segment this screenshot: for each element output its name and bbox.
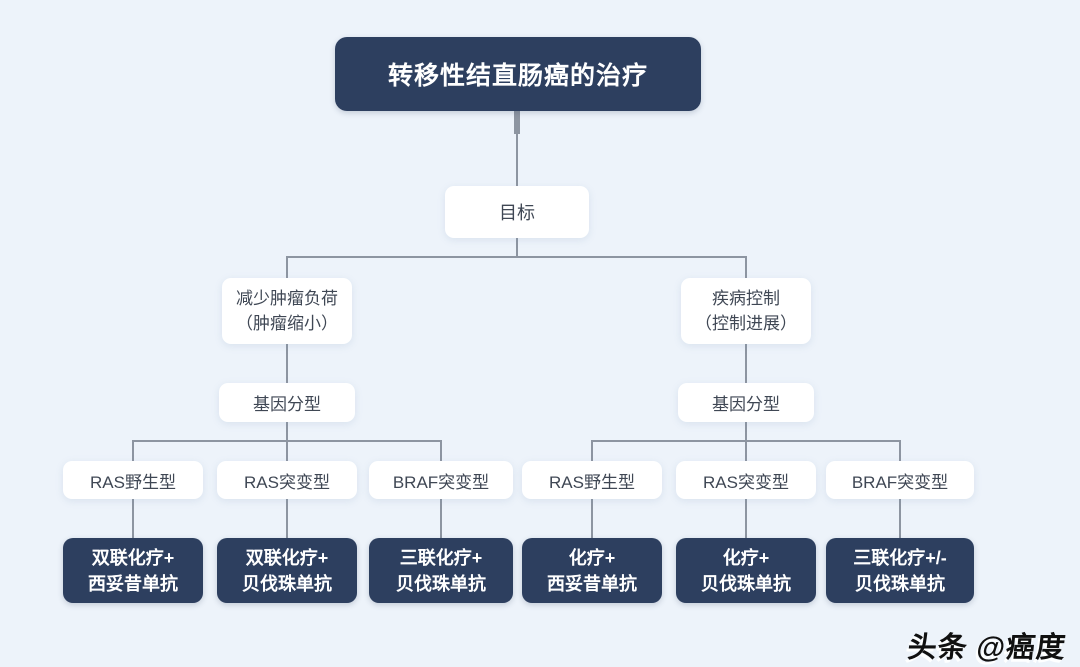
treatment-line1: 三联化疗+ xyxy=(399,547,483,568)
objective-left-line1: 减少肿瘤负荷 xyxy=(236,289,338,308)
connector-drop-gene-l1 xyxy=(132,440,134,461)
treatment-node-1: 双联化疗+ 西妥昔单抗 xyxy=(63,538,203,603)
goal-node: 目标 xyxy=(445,186,589,238)
treatment-line2: 西妥昔单抗 xyxy=(547,573,637,594)
objective-node-reduce-tumor: 减少肿瘤负荷 （肿瘤缩小） xyxy=(222,278,352,344)
connector-objective-to-genotyping-right xyxy=(745,344,747,383)
treatment-line1: 双联化疗+ xyxy=(245,547,329,568)
treatment-line1: 化疗+ xyxy=(568,547,616,568)
treatment-node-2: 双联化疗+ 贝伐珠单抗 xyxy=(217,538,357,603)
genotype-label: RAS野生型 xyxy=(549,472,635,492)
connector-root-to-goal xyxy=(516,111,518,186)
connector-goal-split-horizontal xyxy=(286,256,747,258)
genotype-label: RAS突变型 xyxy=(703,472,789,492)
treatment-node-5: 化疗+ 贝伐珠单抗 xyxy=(676,538,816,603)
genotyping-right-label: 基因分型 xyxy=(712,395,780,414)
objective-right-line2: （控制进展） xyxy=(695,314,797,333)
connector-gene-to-treatment-3 xyxy=(440,499,442,538)
treatment-node-3: 三联化疗+ 贝伐珠单抗 xyxy=(369,538,513,603)
genotype-label: BRAF突变型 xyxy=(851,472,949,492)
treatment-node-6: 三联化疗+/- 贝伐珠单抗 xyxy=(826,538,974,603)
treatment-line1: 化疗+ xyxy=(722,547,770,568)
genotyping-left-label: 基因分型 xyxy=(253,395,321,414)
connector-genotyping-split-left xyxy=(132,440,442,442)
connector-drop-objective-right xyxy=(745,256,747,278)
connector-objective-to-genotyping-left xyxy=(286,344,288,383)
genotype-label: RAS野生型 xyxy=(90,472,176,492)
treatment-line1: 三联化疗+/- xyxy=(853,547,947,568)
connector-gene-to-treatment-1 xyxy=(132,499,134,538)
treatment-line2: 西妥昔单抗 xyxy=(88,573,178,594)
toutiao-watermark: 头条 @癌度 xyxy=(905,632,1068,664)
objective-left-line2: （肿瘤缩小） xyxy=(236,314,338,333)
treatment-line2: 贝伐珠单抗 xyxy=(396,573,486,594)
treatment-line2: 贝伐珠单抗 xyxy=(242,573,332,594)
treatment-line1: 双联化疗+ xyxy=(91,547,175,568)
connector-gene-to-treatment-6 xyxy=(899,499,901,538)
genotype-label: RAS突变型 xyxy=(244,472,330,492)
genotype-node-right-ras-mutant: RAS突变型 xyxy=(676,461,816,499)
treatment-node-4: 化疗+ 西妥昔单抗 xyxy=(522,538,662,603)
genotype-node-left-ras-wild: RAS野生型 xyxy=(63,461,203,499)
genotyping-node-left: 基因分型 xyxy=(219,383,355,422)
connector-gene-to-treatment-5 xyxy=(745,499,747,538)
connector-drop-gene-l3 xyxy=(440,440,442,461)
root-title-label: 转移性结直肠癌的治疗 xyxy=(387,62,648,90)
connector-gene-to-treatment-2 xyxy=(286,499,288,538)
goal-label: 目标 xyxy=(499,203,535,223)
objective-node-disease-control: 疾病控制 （控制进展） xyxy=(681,278,811,344)
connector-drop-gene-r3 xyxy=(899,440,901,461)
root-node-title: 转移性结直肠癌的治疗 xyxy=(335,37,701,111)
genotype-node-left-braf-mutant: BRAF突变型 xyxy=(369,461,513,499)
genotype-node-right-ras-wild: RAS野生型 xyxy=(522,461,662,499)
connector-drop-objective-left xyxy=(286,256,288,278)
treatment-line2: 贝伐珠单抗 xyxy=(701,573,791,594)
genotype-label: BRAF突变型 xyxy=(392,472,490,492)
connector-goal-down xyxy=(516,238,518,258)
genotype-node-left-ras-mutant: RAS突变型 xyxy=(217,461,357,499)
connector-drop-gene-r1 xyxy=(591,440,593,461)
genotype-node-right-braf-mutant: BRAF突变型 xyxy=(826,461,974,499)
treatment-line2: 贝伐珠单抗 xyxy=(855,573,945,594)
connector-gene-to-treatment-4 xyxy=(591,499,593,538)
objective-right-line1: 疾病控制 xyxy=(712,289,780,308)
genotyping-node-right: 基因分型 xyxy=(678,383,814,422)
connector-genotyping-split-right xyxy=(591,440,901,442)
